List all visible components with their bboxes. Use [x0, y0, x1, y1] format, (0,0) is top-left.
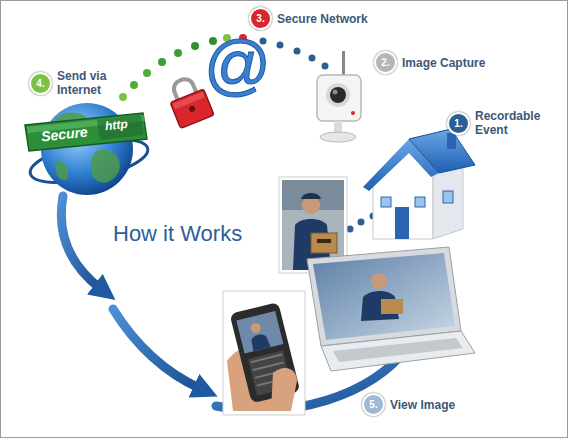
flow-arrow: [113, 309, 201, 389]
step-number: 4.: [29, 72, 52, 95]
step-label: Secure Network: [277, 12, 368, 26]
globe-icon: [25, 103, 151, 195]
diagram-title: How it Works: [113, 221, 242, 247]
step-number: 1.: [447, 112, 470, 135]
step-number: 5.: [362, 393, 385, 416]
phone-icon: [223, 291, 305, 415]
step-label: Send via Internet: [57, 69, 115, 97]
flow-arrow: [61, 196, 101, 289]
step-label: View Image: [390, 398, 455, 412]
step-label: Recordable Event: [475, 109, 547, 137]
step-node: 1.Recordable Event: [447, 109, 547, 137]
step-number: 2.: [374, 51, 397, 74]
camera-icon: [317, 51, 361, 142]
banner-text: http: [104, 118, 128, 132]
house-icon: [363, 129, 475, 239]
laptop-icon: [307, 247, 475, 371]
step-node: 4.Send via Internet: [29, 69, 115, 97]
step-node: 5. View Image: [362, 393, 455, 416]
step-node: 3. Secure Network: [249, 7, 368, 30]
step-node: 2. Image Capture: [374, 51, 485, 74]
step-label: Image Capture: [402, 56, 485, 70]
at-symbol: @: [204, 31, 271, 97]
step-number: 3.: [249, 7, 272, 30]
